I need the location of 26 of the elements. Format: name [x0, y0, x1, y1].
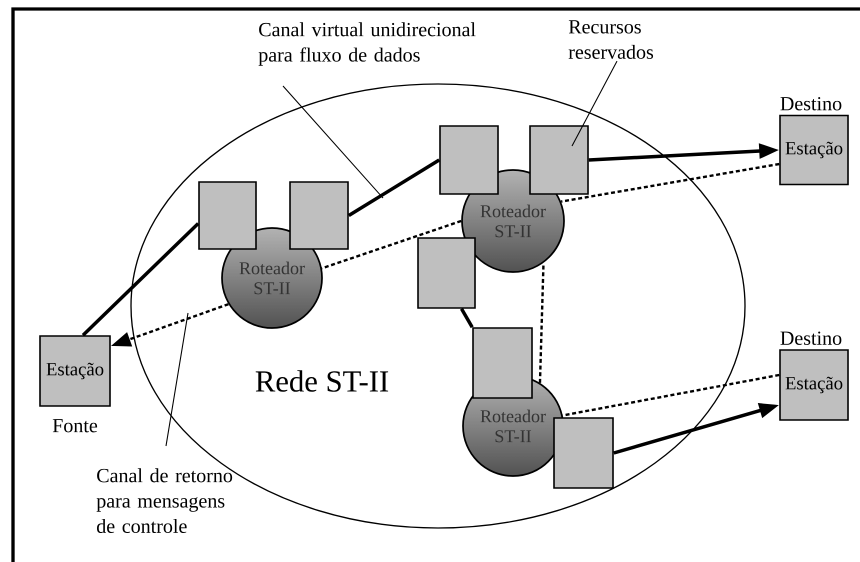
data-flow-line	[82, 222, 200, 336]
caption-text: Fonte	[52, 419, 98, 432]
callout-text: Recursos reservados	[568, 20, 654, 59]
resource-box	[417, 237, 476, 309]
station-box: Estação	[779, 349, 849, 421]
control-line	[322, 220, 462, 270]
resource-box	[198, 181, 257, 250]
callout-text: Canal virtual unidirecional para fluxo de dados	[258, 22, 476, 66]
leader-line	[282, 86, 384, 198]
resource-box	[472, 327, 533, 399]
control-line	[538, 262, 545, 383]
caption-text: Destino	[780, 332, 842, 345]
data-flow-line	[348, 158, 440, 217]
station-box: Estação	[39, 335, 111, 407]
caption-text: Destino	[780, 97, 842, 110]
data-flow-line	[460, 308, 474, 328]
resource-box	[553, 417, 614, 489]
callout-text: Canal de retorno para mensagens de controle	[96, 468, 232, 533]
resource-box	[529, 125, 589, 195]
leader-line	[165, 312, 189, 446]
control-line	[560, 162, 780, 203]
resource-box	[289, 181, 349, 250]
control-line	[562, 374, 780, 417]
leader-line	[572, 60, 618, 146]
station-box: Estação	[779, 114, 849, 186]
resource-box	[439, 125, 499, 195]
